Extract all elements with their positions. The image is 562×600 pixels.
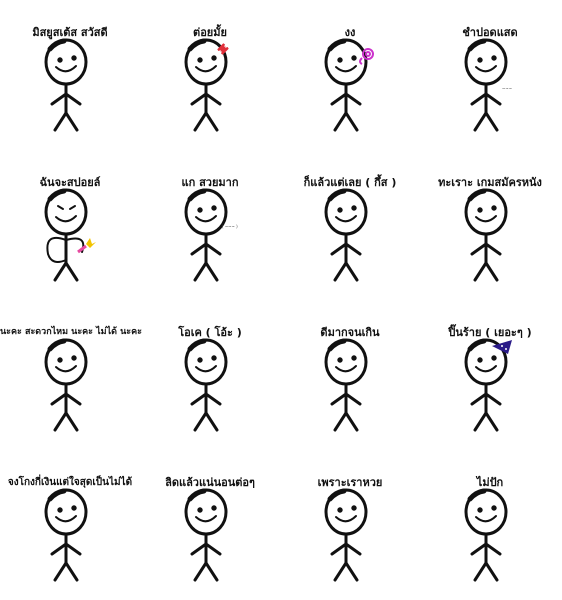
stick-figure-icon (280, 38, 420, 150)
sticker-8[interactable]: ทะเราะ เกมสมัครหนัง (420, 150, 560, 300)
sticker-13[interactable]: จงโกงกี่เงินแต่ใจสุดเป็นไม่ได้ (0, 450, 140, 600)
svg-text:~~~: ~~~ (502, 86, 512, 91)
sticker-3[interactable]: งง (280, 0, 420, 150)
anger-mark-icon (217, 43, 229, 55)
stick-figure-icon (280, 488, 420, 600)
sticker-caption: ปิ๊นร้าย ( เยอะๆ ) (448, 326, 532, 339)
sticker-14[interactable]: ลิดแล้วแน่นอนต่อๆ (140, 450, 280, 600)
sticker-caption: ดีมากจนเกิน (320, 326, 380, 339)
sticker-caption: โอเค ( โอ้ะ ) (178, 326, 242, 339)
sticker-5[interactable]: ฉันจะสปอยล์ (0, 150, 140, 300)
sticker-2[interactable]: ต่อยมั้ย (140, 0, 280, 150)
confused-swirl-icon (359, 48, 374, 65)
sticker-caption: ฉันจะสปอยล์ (39, 176, 101, 189)
stick-figure-icon (280, 338, 420, 450)
stick-figure-icon (0, 488, 140, 600)
sticker-caption: มิสยูสเต้ส สวัสดี (32, 26, 108, 39)
sticker-10[interactable]: โอเค ( โอ้ะ ) (140, 300, 280, 450)
stick-figure-icon: ( ~~~ ) (140, 188, 280, 300)
stick-figure-icon (280, 188, 420, 300)
sticker-caption: ไม่ปัก (476, 476, 504, 489)
svg-text:( ~~~ ): ( ~~~ ) (222, 224, 238, 229)
sticker-1[interactable]: มิสยูสเต้ส สวัสดี (0, 0, 140, 150)
stick-figure-icon (0, 188, 140, 300)
sparkle-icon (77, 238, 96, 254)
sticker-caption: ลิดแล้วแน่นอนต่อๆ (165, 476, 255, 489)
sticker-caption: นะคะ สะดวกไหม นะคะ ไม่ได้ นะคะ (0, 327, 142, 337)
sticker-caption: งง (344, 26, 356, 39)
stick-figure-icon (140, 338, 280, 450)
sticker-caption: แก สวยมาก (181, 176, 239, 189)
stick-figure-icon (0, 38, 140, 150)
stick-figure-icon (420, 338, 560, 450)
sticker-caption: เพราะเราหวย (317, 476, 383, 489)
wizard-hat-icon (492, 340, 512, 354)
sticker-caption: ต่อยมั้ย (193, 26, 227, 39)
stick-figure-icon (140, 38, 280, 150)
stick-figure-icon: ~~~ (420, 38, 560, 150)
sticker-4[interactable]: ชำปอดแสด ~~~ (420, 0, 560, 150)
sticker-16[interactable]: ไม่ปัก (420, 450, 560, 600)
sticker-15[interactable]: เพราะเราหวย (280, 450, 420, 600)
sticker-11[interactable]: ดีมากจนเกิน (280, 300, 420, 450)
stick-figure-icon (0, 338, 140, 450)
sticker-caption: ทะเราะ เกมสมัครหนัง (438, 176, 542, 189)
stick-figure-icon (420, 488, 560, 600)
sticker-caption: ชำปอดแสด (462, 26, 518, 39)
sticker-caption: ก็แล้วแต่เลย ( กึ้ส ) (303, 176, 397, 189)
sticker-caption: จงโกงกี่เงินแต่ใจสุดเป็นไม่ได้ (7, 477, 133, 488)
sticker-6[interactable]: แก สวยมาก ( ~~~ ) (140, 150, 280, 300)
stick-figure-icon (420, 188, 560, 300)
sticker-7[interactable]: ก็แล้วแต่เลย ( กึ้ส ) (280, 150, 420, 300)
stick-figure-icon (140, 488, 280, 600)
sticker-12[interactable]: ปิ๊นร้าย ( เยอะๆ ) (420, 300, 560, 450)
sticker-9[interactable]: นะคะ สะดวกไหม นะคะ ไม่ได้ นะคะ (0, 300, 142, 450)
